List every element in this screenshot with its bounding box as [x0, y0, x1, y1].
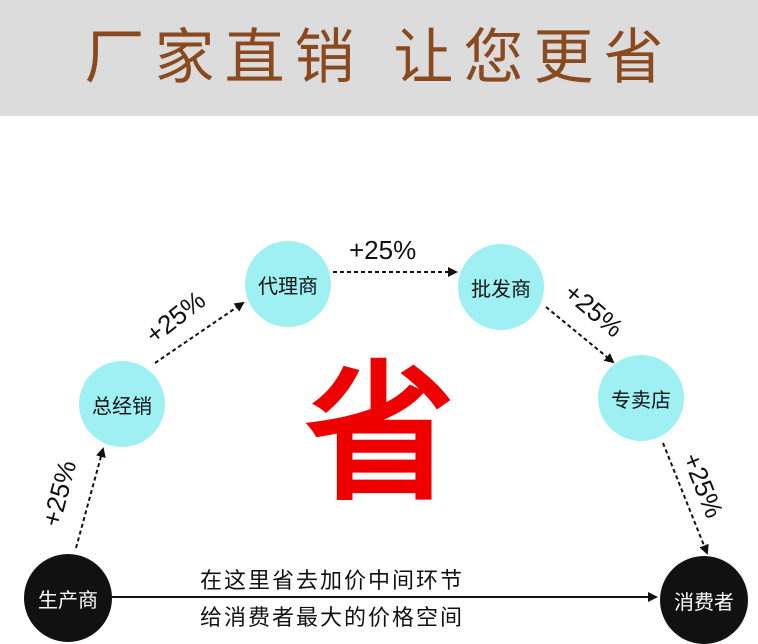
node-agent: 代理商 [245, 241, 331, 327]
arrow-store-to-consumer [662, 442, 709, 555]
banner-title: 厂家直销 让您更省 [84, 23, 674, 93]
banner [0, 0, 758, 116]
arrow-distributor-to-agent [154, 301, 245, 364]
center-save-character: 省 [304, 348, 455, 522]
node-general-distributor: 总经销 [79, 361, 165, 447]
node-wholesaler: 批发商 [458, 244, 544, 330]
arrow-producer-to-distributor [75, 447, 106, 549]
node-producer: 生产商 [24, 554, 112, 642]
markup-label-3: +25% [349, 235, 417, 265]
node-consumer: 消费者 [660, 556, 748, 644]
arrow-wholesaler-to-store [545, 306, 615, 364]
node-store: 专卖店 [598, 355, 684, 441]
direct-path-line-1: 在这里省去加价中间环节 [200, 569, 465, 594]
direct-path-line-2: 给消费者最大的价格空间 [200, 606, 465, 631]
